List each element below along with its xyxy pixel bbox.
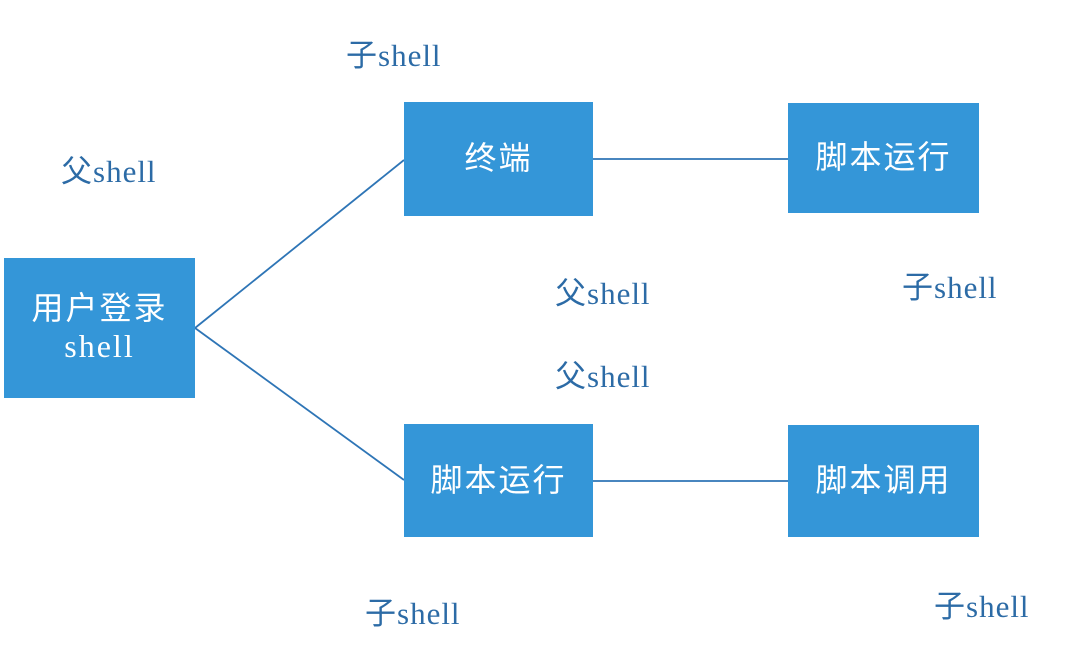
label-parent-shell-mid-lower: 父shell xyxy=(555,359,651,394)
node-script-run-top: 脚本运行 xyxy=(788,103,979,213)
label-child-shell-top: 子shell xyxy=(346,38,442,73)
label-parent-shell-mid-upper: 父shell xyxy=(555,276,651,311)
node-script-run-top-label: 脚本运行 xyxy=(815,139,952,176)
label-child-shell-bottom-right: 子shell xyxy=(934,589,1030,624)
connector-login-to-script-run xyxy=(194,327,405,481)
label-child-shell-bottom-middle: 子shell xyxy=(365,596,461,631)
connector-login-to-terminal xyxy=(194,159,405,329)
node-script-run-bottom-label: 脚本运行 xyxy=(430,461,567,498)
node-terminal-label: 终端 xyxy=(464,140,533,177)
label-parent-shell-left: 父shell xyxy=(61,154,157,189)
node-user-login-shell: 用户登录 shell xyxy=(4,258,195,398)
node-script-run-bottom: 脚本运行 xyxy=(404,424,593,537)
node-script-call: 脚本调用 xyxy=(788,425,979,537)
node-terminal: 终端 xyxy=(404,102,593,216)
label-child-shell-right: 子shell xyxy=(902,270,998,305)
node-user-login-shell-label: 用户登录 shell xyxy=(31,290,168,364)
node-script-call-label: 脚本调用 xyxy=(815,462,952,499)
